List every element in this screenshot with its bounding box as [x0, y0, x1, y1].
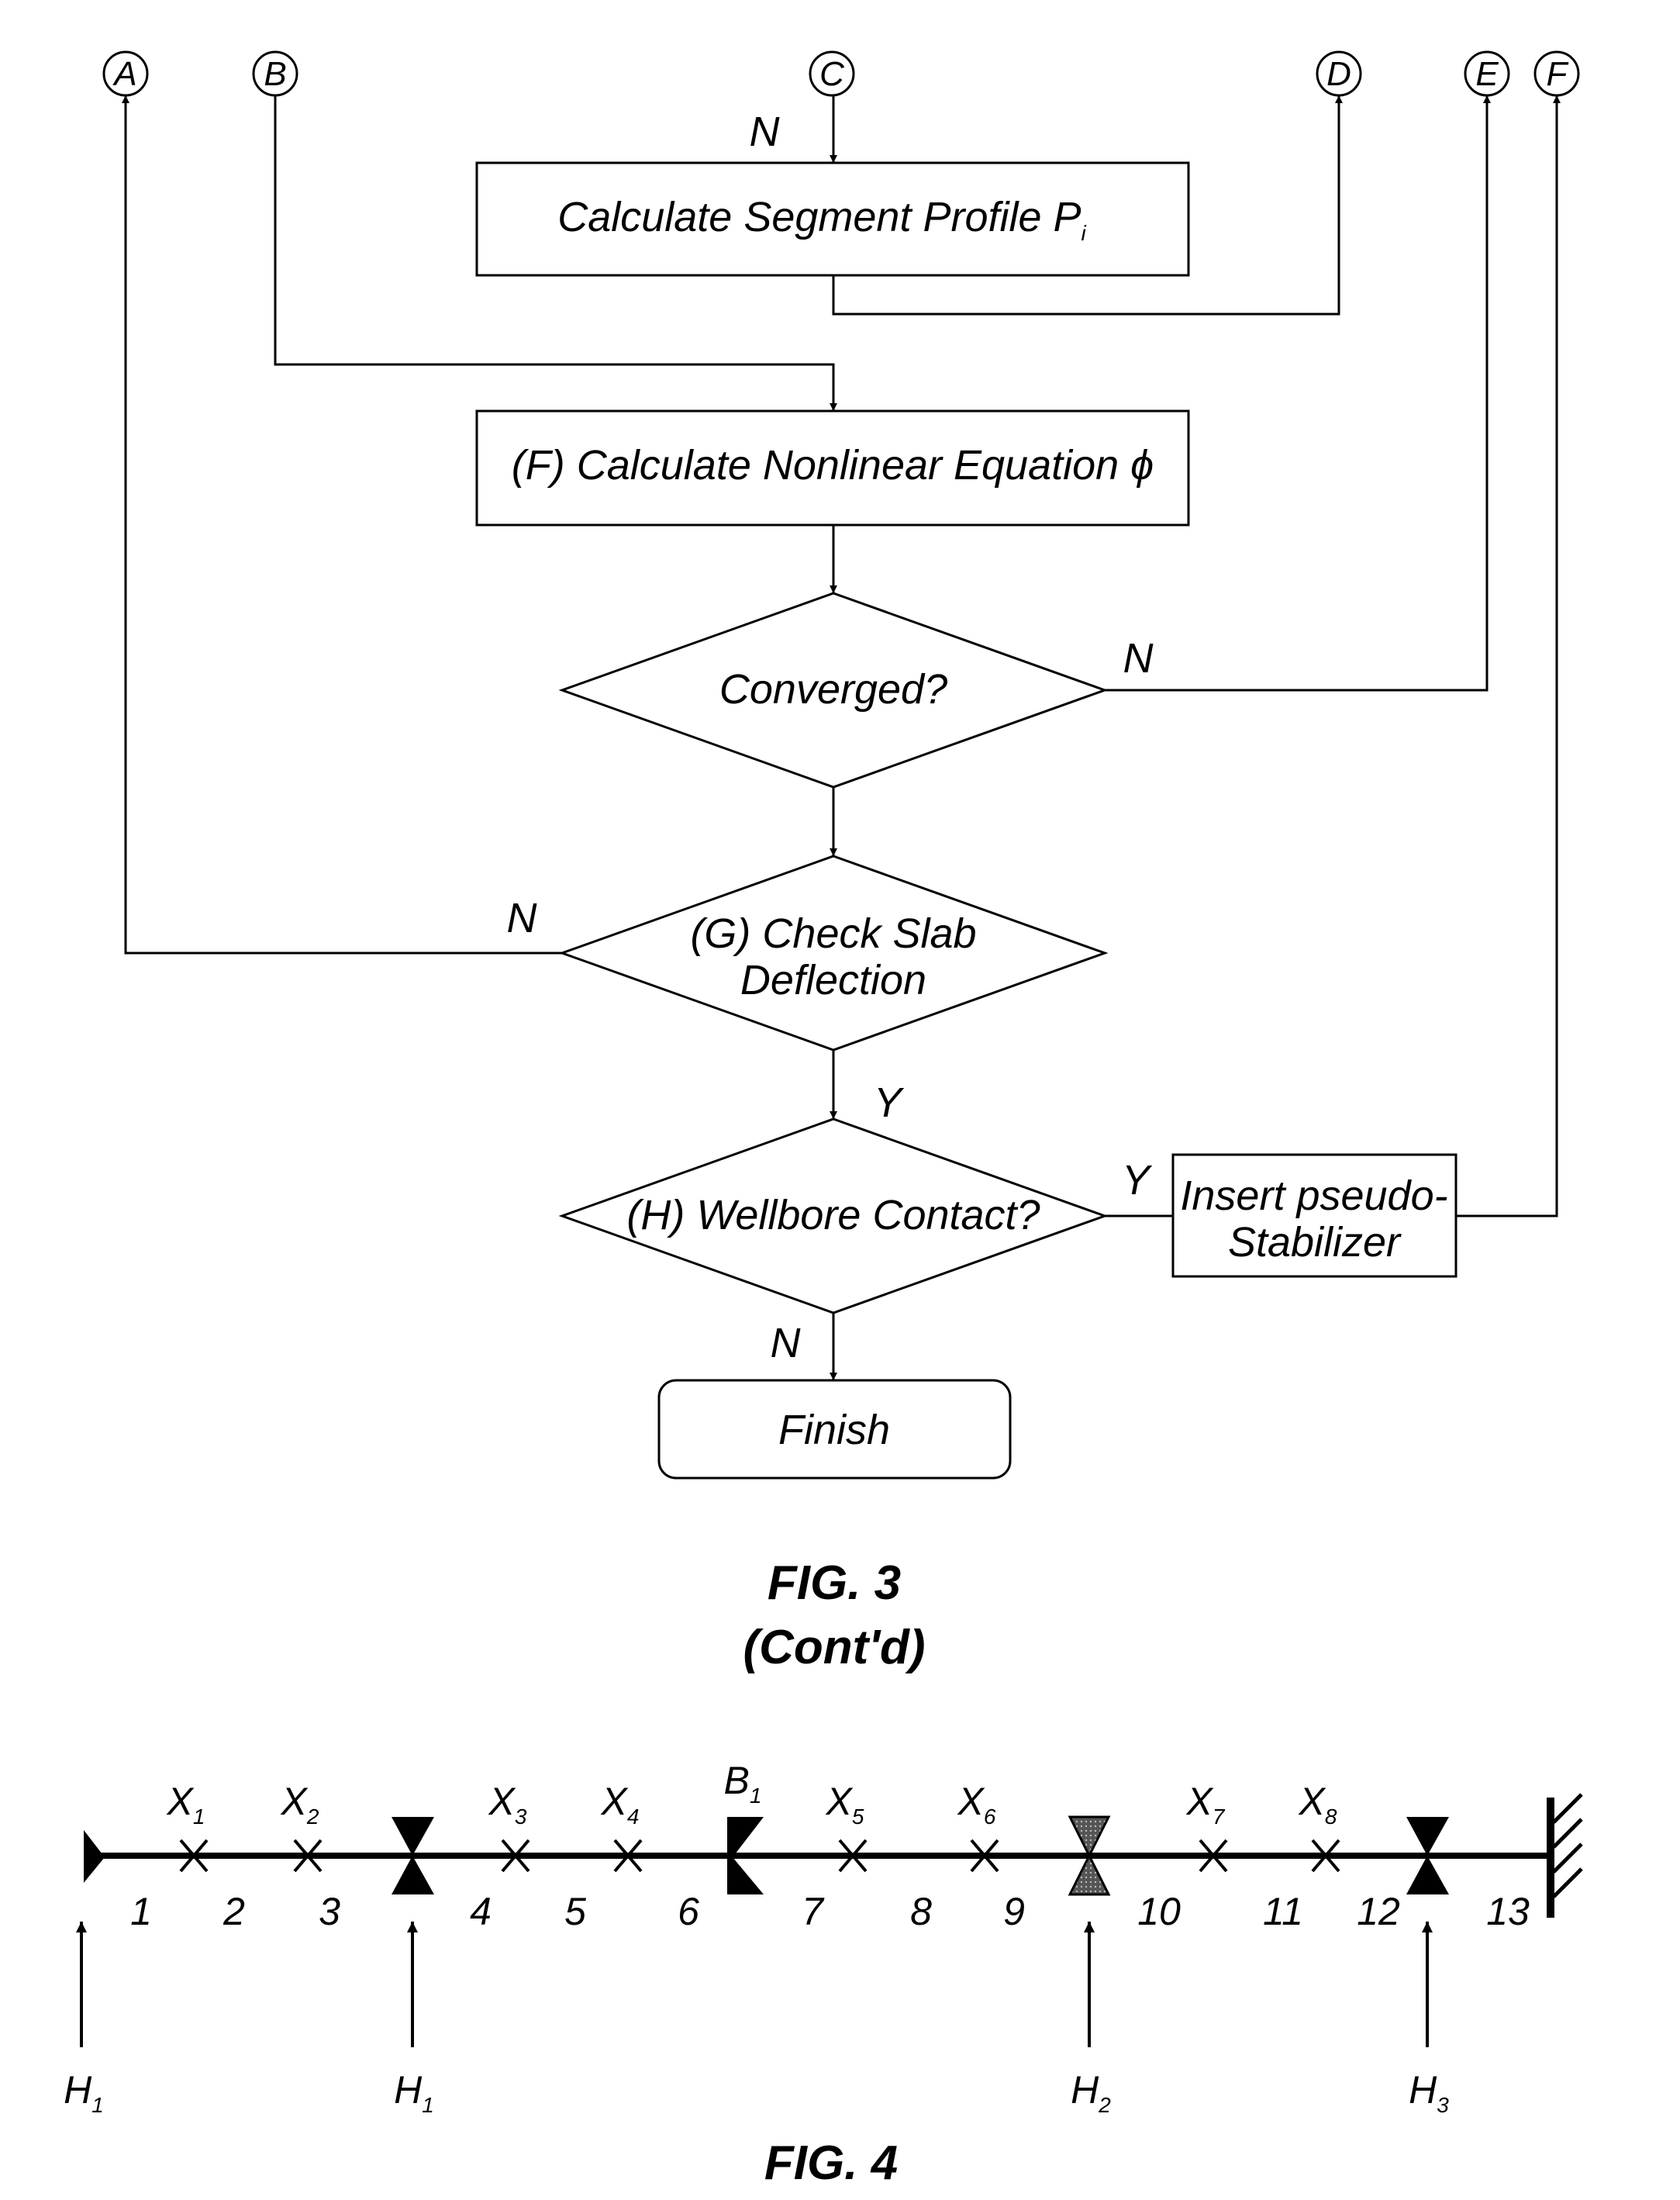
connector-c: C [810, 52, 854, 95]
x-label-6: X6 [957, 1780, 996, 1829]
x-label-7: X7 [1186, 1780, 1226, 1829]
connector-a: A [104, 52, 147, 95]
fig4-caption: FIG. 4 [764, 2136, 898, 2190]
segment-number-2: 2 [223, 1890, 245, 1933]
h-label-4: H3 [1409, 2068, 1449, 2117]
h-label-1: H1 [64, 2068, 104, 2117]
label-y-slab: Y [874, 1079, 905, 1126]
segment-number-4: 4 [470, 1890, 492, 1933]
check-slab-text-line2: Deflection [740, 957, 926, 1003]
check-slab-text-line1: (G) Check Slab [690, 910, 976, 957]
connector-a-label: A [112, 55, 136, 93]
segment-number-11: 11 [1263, 1890, 1303, 1933]
arrow-converged-to-e [1105, 95, 1487, 690]
h-label-2: H1 [394, 2068, 434, 2117]
x-label-4: X4 [601, 1780, 640, 1829]
x-label-1: X1 [167, 1780, 205, 1829]
label-n-converged: N [1123, 635, 1154, 682]
x-label-3: X3 [488, 1780, 527, 1829]
segment-number-9: 9 [1003, 1890, 1025, 1933]
label-n-top: N [750, 109, 781, 155]
h-label-3: H2 [1071, 2068, 1111, 2117]
connector-d-label: D [1326, 55, 1351, 93]
wellbore-contact-text: (H) Wellbore Contact? [626, 1192, 1040, 1238]
connector-e-label: E [1475, 55, 1499, 93]
x-label-5: X5 [826, 1780, 864, 1829]
label-n-wellbore: N [771, 1320, 802, 1366]
x-label-2: X2 [281, 1780, 319, 1829]
segment-number-8: 8 [910, 1890, 932, 1933]
segment-number-1: 1 [130, 1890, 152, 1933]
bit-triangle [84, 1830, 105, 1883]
segment-number-3: 3 [319, 1890, 340, 1933]
connector-d: D [1317, 52, 1361, 95]
segment-number-6: 6 [678, 1890, 699, 1933]
segment-number-10: 10 [1137, 1890, 1181, 1933]
calc-nonlinear-text: (F) Calculate Nonlinear Equation ϕ [512, 442, 1154, 489]
insert-stabilizer-text-line1: Insert pseudo- [1180, 1173, 1447, 1219]
calc-segment-profile-text: Calculate Segment Profile Pi [557, 194, 1086, 245]
label-n-slab: N [507, 895, 538, 941]
fig3-subcaption: (Cont'd) [743, 1621, 925, 1674]
label-y-wellbore: Y [1122, 1157, 1153, 1204]
bend-label: B1 [724, 1759, 762, 1808]
insert-stabilizer-text-line2: Stabilizer [1228, 1219, 1402, 1266]
connector-c-label: C [819, 55, 845, 93]
arrow-stabilizer-to-f [1456, 95, 1557, 1216]
segment-number-13: 13 [1486, 1890, 1530, 1933]
segment-number-7: 7 [802, 1890, 825, 1933]
flowchart: A B C D E F Calculate Segment Profile Pi… [104, 52, 1578, 1478]
connector-f: F [1535, 52, 1578, 95]
connector-b: B [254, 52, 297, 95]
fig3-caption: FIG. 3 [768, 1556, 901, 1610]
fig4-diagram: X1 X2 X3 X4 X5 X6 X7 X8 B1 1 2 3 4 5 6 7… [64, 1759, 1582, 2117]
segment-number-5: 5 [564, 1890, 586, 1933]
connector-b-label: B [264, 55, 286, 93]
x-label-8: X8 [1299, 1780, 1337, 1829]
connector-f-label: F [1547, 55, 1569, 93]
finish-text: Finish [778, 1407, 890, 1453]
segment-number-12: 12 [1357, 1890, 1400, 1933]
converged-text: Converged? [719, 666, 947, 713]
fixed-support [1551, 1794, 1582, 1918]
connector-e: E [1465, 52, 1509, 95]
